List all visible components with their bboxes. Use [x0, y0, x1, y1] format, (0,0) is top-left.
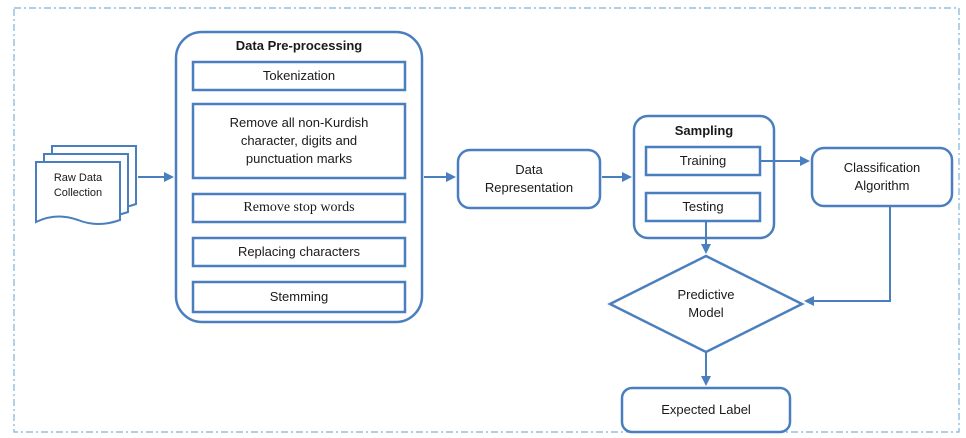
classification-algorithm-label: Classification Algorithm	[843, 160, 921, 193]
raw-data-stack-icon	[35, 145, 137, 225]
predictive-model-label: Predictive Model	[677, 287, 735, 320]
preprocessing-title: Data Pre-processing	[235, 38, 363, 53]
sampling-title: Sampling	[674, 123, 734, 138]
step-box-remove-stop-words	[191, 192, 407, 224]
step-tokenization: Tokenization	[262, 68, 336, 83]
expected-label-text: Expected Label	[661, 402, 751, 417]
expected-label-box	[620, 386, 792, 434]
step-box-remove-non-kurdish	[191, 102, 407, 180]
step-box-tokenization	[191, 60, 407, 92]
data-representation-box	[456, 148, 602, 210]
testing-label: Testing	[682, 199, 724, 214]
training-label: Training	[679, 153, 727, 168]
data-representation-label: Data Representation	[484, 162, 574, 195]
classification-algorithm-box	[810, 146, 954, 208]
step-box-replacing-characters	[191, 236, 407, 268]
step-remove-non-kurdish: Remove all non-Kurdish character, digits…	[229, 115, 369, 166]
outer-frame	[13, 7, 960, 433]
raw-data-collection-label: Raw Data Collection	[53, 172, 103, 199]
step-replacing-characters: Replacing characters	[237, 244, 361, 259]
step-stemming: Stemming	[269, 289, 329, 304]
arrow-classification-to-model	[804, 206, 891, 306]
step-remove-stop-words: Remove stop words	[243, 200, 355, 215]
testing-box	[644, 191, 762, 223]
step-box-stemming	[191, 280, 407, 314]
